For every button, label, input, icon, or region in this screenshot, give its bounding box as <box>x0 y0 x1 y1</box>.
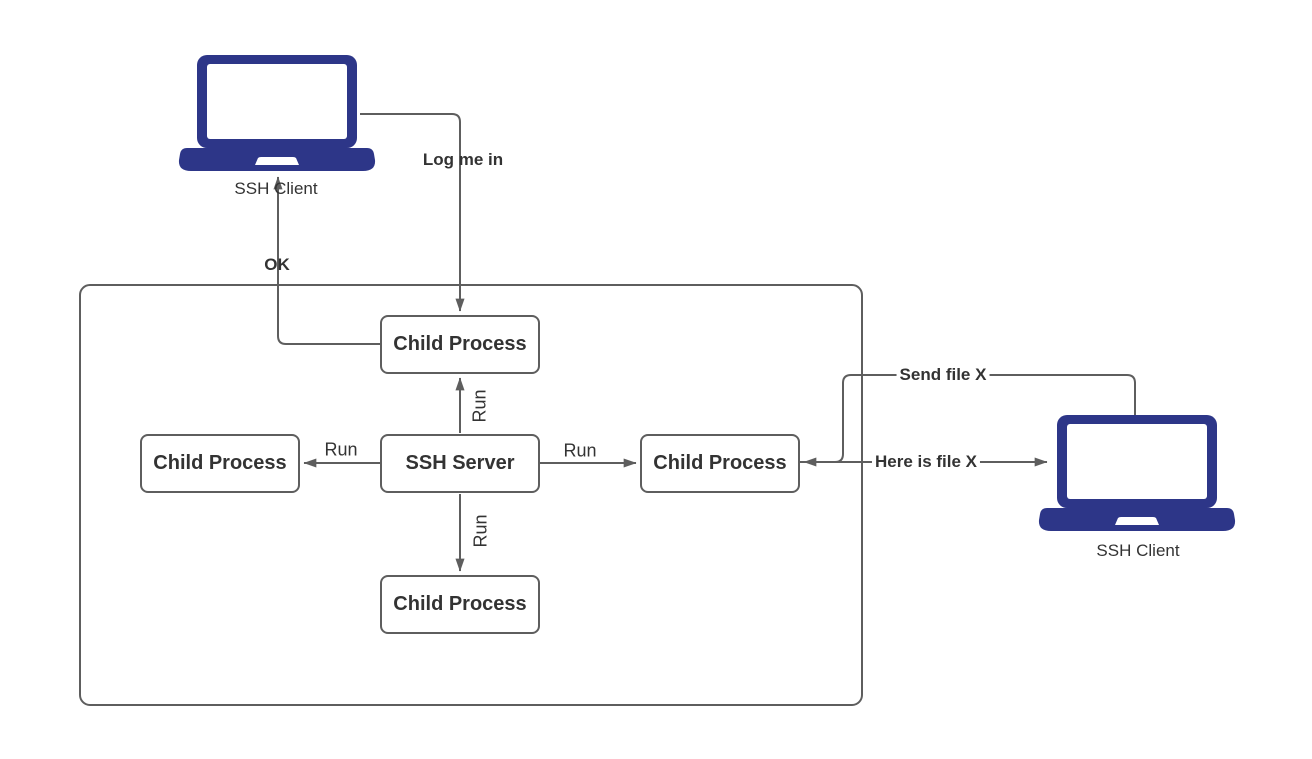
edge-label-run-right: Run <box>563 440 597 461</box>
child-process-top-node: Child Process <box>380 315 540 374</box>
edge-label-ok: OK <box>264 255 290 274</box>
edge-label-run-left: Run <box>324 439 358 460</box>
child-process-top-label: Child Process <box>393 333 527 355</box>
child-process-right-node: Child Process <box>640 434 800 493</box>
child-process-right-label: Child Process <box>653 452 787 474</box>
ssh-client-left-label: SSH Client <box>234 179 318 198</box>
laptop-icon-right <box>1038 415 1236 531</box>
edge-label-send-file-x: Send file X <box>896 365 990 385</box>
edge-label-log-me-in: Log me in <box>422 150 504 169</box>
edge-ok <box>273 176 380 345</box>
edge-send-file-x <box>803 374 1136 467</box>
edge-label-here-is-file-x: Here is file X <box>871 452 981 472</box>
child-process-bottom-node: Child Process <box>380 575 540 634</box>
edge-label-run-bottom: Run <box>470 514 491 548</box>
ssh-client-right-label: SSH Client <box>1096 541 1180 560</box>
child-process-left-label: Child Process <box>153 452 287 474</box>
ssh-server-node: SSH Server <box>380 434 540 493</box>
edge-label-run-top: Run <box>469 389 490 423</box>
child-process-left-node: Child Process <box>140 434 300 493</box>
laptop-icon-left <box>178 55 376 171</box>
server-host-container <box>79 284 863 706</box>
ssh-server-label: SSH Server <box>405 452 515 474</box>
edge-log-me-in <box>360 113 465 312</box>
child-process-bottom-label: Child Process <box>393 593 527 615</box>
